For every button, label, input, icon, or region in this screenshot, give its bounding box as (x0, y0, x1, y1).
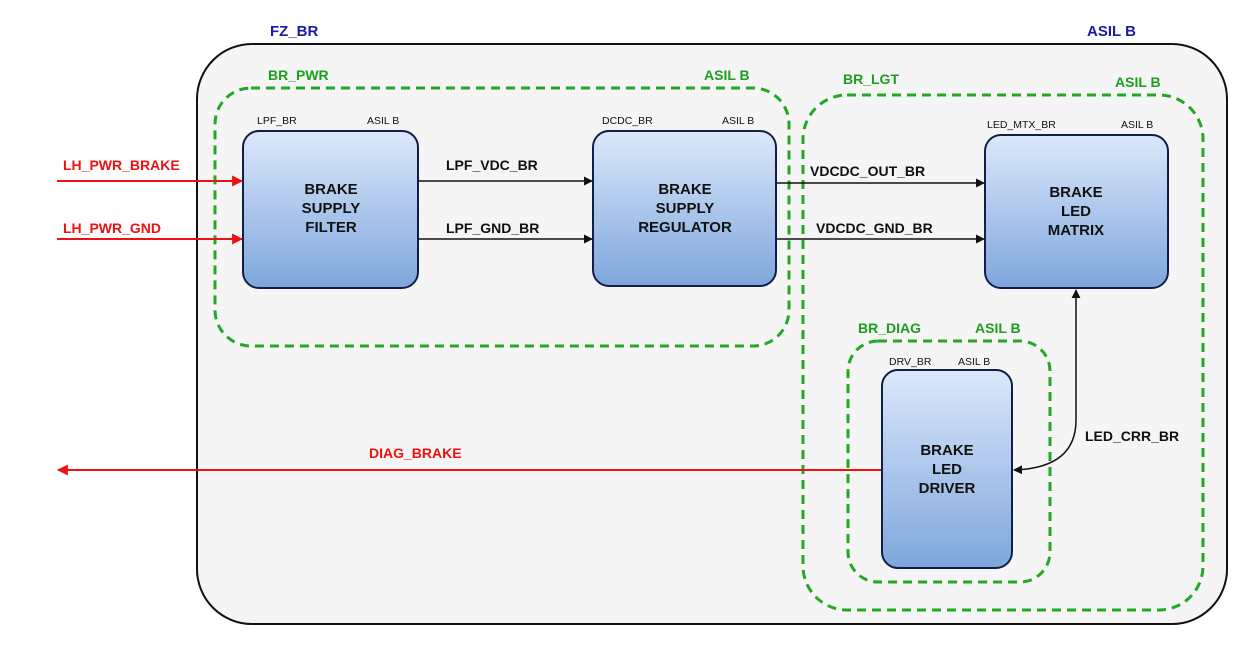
group-br-pwr-asil: ASIL B (704, 67, 750, 83)
signal-led-crr-label: LED_CRR_BR (1085, 428, 1179, 444)
signal-diag-brake-label: DIAG_BRAKE (369, 445, 462, 461)
group-br-lgt-asil: ASIL B (1115, 74, 1161, 90)
block-driver-line-2: LED (932, 461, 962, 478)
signal-vdcdc-gnd-label: VDCDC_GND_BR (816, 220, 933, 236)
signal-vdcdc-out-label: VDCDC_OUT_BR (810, 163, 925, 179)
signal-lpf-gnd-label: LPF_GND_BR (446, 220, 539, 236)
group-br-lgt (801, 93, 1205, 612)
group-br-diag-name: BR_DIAG (858, 320, 921, 336)
block-lpf[interactable] (242, 130, 419, 289)
block-driver-line-1: BRAKE (920, 442, 973, 459)
block-lpf-asil: ASIL B (367, 115, 399, 127)
block-led-matrix-asil: ASIL B (1121, 119, 1153, 131)
block-led-matrix-line-3: MATRIX (1048, 222, 1104, 239)
signal-lh-pwr-brake-label: LH_PWR_BRAKE (63, 157, 180, 173)
block-driver-asil: ASIL B (958, 356, 990, 368)
block-dcdc-line-2: SUPPLY (656, 200, 715, 217)
signal-lpf-vdc-label: LPF_VDC_BR (446, 157, 538, 173)
group-br-diag (846, 339, 1052, 584)
block-driver-id: DRV_BR (889, 356, 932, 368)
group-br-pwr (213, 86, 791, 348)
zone-asil: ASIL B (1087, 23, 1136, 40)
block-driver-line-3: DRIVER (919, 480, 976, 497)
signal-lh-pwr-gnd-label: LH_PWR_GND (63, 220, 161, 236)
group-br-lgt-name: BR_LGT (843, 71, 899, 87)
signal-led-crr-line[interactable] (1013, 289, 1081, 475)
block-led-matrix[interactable] (984, 134, 1169, 289)
block-dcdc[interactable] (592, 130, 777, 287)
block-led-matrix-line-1: BRAKE (1049, 184, 1102, 201)
group-br-diag-asil: ASIL B (975, 320, 1021, 336)
block-lpf-line-2: SUPPLY (302, 200, 361, 217)
block-lpf-id: LPF_BR (257, 115, 297, 127)
block-dcdc-line-3: REGULATOR (638, 219, 732, 236)
block-lpf-line-3: FILTER (305, 219, 357, 236)
block-dcdc-asil: ASIL B (722, 115, 754, 127)
zone-name: FZ_BR (270, 23, 319, 40)
block-dcdc-line-1: BRAKE (658, 181, 711, 198)
block-led-matrix-id: LED_MTX_BR (987, 119, 1056, 131)
block-led-matrix-line-2: LED (1061, 203, 1091, 220)
block-dcdc-id: DCDC_BR (602, 115, 653, 127)
block-driver[interactable] (881, 369, 1013, 569)
group-br-pwr-name: BR_PWR (268, 67, 329, 83)
block-lpf-line-1: BRAKE (304, 181, 357, 198)
